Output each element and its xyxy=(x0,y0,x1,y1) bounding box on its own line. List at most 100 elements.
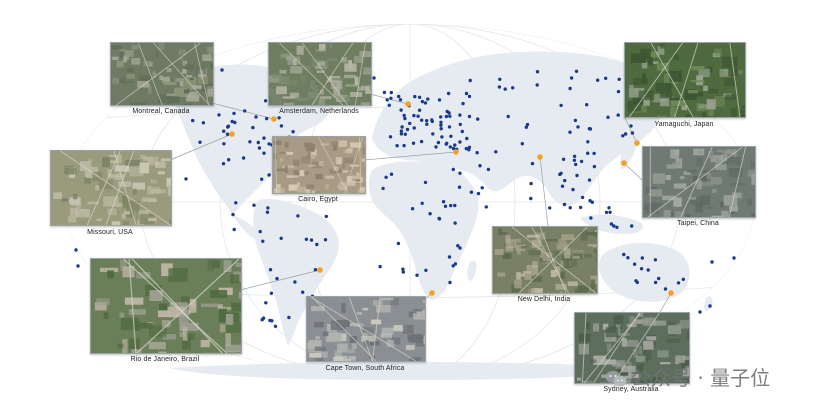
sample-point-157 xyxy=(520,142,524,146)
sample-point-101 xyxy=(460,129,464,134)
thumbnail-missouri xyxy=(50,150,172,226)
sample-point-175 xyxy=(573,118,578,123)
watermark: 公众号 · 量子位 xyxy=(605,362,770,391)
highlight-point-taipei xyxy=(621,160,627,166)
sample-point-26 xyxy=(260,177,264,181)
sample-point-213 xyxy=(378,264,382,269)
caption-sydney: Sydney, Australia xyxy=(603,386,659,393)
sample-point-109 xyxy=(398,98,403,102)
sample-point-235 xyxy=(451,264,455,268)
sample-point-51 xyxy=(261,239,265,243)
sample-point-119 xyxy=(400,125,404,129)
sample-point-9 xyxy=(262,136,266,140)
sample-point-139 xyxy=(464,146,468,151)
sample-point-172 xyxy=(476,117,480,121)
sample-point-245 xyxy=(607,206,611,210)
sample-point-63 xyxy=(301,290,305,294)
sample-point-201 xyxy=(548,206,552,210)
continents xyxy=(170,45,713,380)
sample-point-146 xyxy=(623,132,628,136)
sample-point-219 xyxy=(437,216,441,221)
antarctica-edge xyxy=(170,362,650,380)
sample-point-198 xyxy=(529,196,533,201)
sample-point-90 xyxy=(420,99,425,104)
sample-point-208 xyxy=(423,180,428,185)
sample-point-5 xyxy=(262,151,266,155)
sample-point-37 xyxy=(265,116,269,121)
sample-point-217 xyxy=(451,167,455,172)
sample-point-257 xyxy=(640,256,644,260)
sample-point-22 xyxy=(248,140,252,144)
aerial-image-capetown xyxy=(307,297,425,361)
sample-point-171 xyxy=(569,76,574,80)
sample-point-260 xyxy=(74,248,78,252)
sample-point-196 xyxy=(475,151,479,155)
highlight-point-sydney xyxy=(668,290,674,296)
sample-point-169 xyxy=(568,130,572,134)
caption-rio: Rio de Janeiro, Brazil xyxy=(130,356,200,363)
sample-point-147 xyxy=(576,125,580,129)
sample-point-105 xyxy=(385,98,389,102)
leader-line-missouri xyxy=(169,133,233,161)
sample-point-191 xyxy=(592,164,597,169)
sample-point-127 xyxy=(402,143,406,148)
sample-point-35 xyxy=(241,156,246,160)
thumbnail-yamaguchi xyxy=(624,42,746,118)
sample-point-152 xyxy=(535,83,539,87)
sample-point-17 xyxy=(201,121,206,125)
highlight-point-newdelhi xyxy=(537,154,543,160)
sample-point-218 xyxy=(469,190,474,194)
sample-point-253 xyxy=(626,256,630,260)
sample-point-156 xyxy=(617,77,621,82)
sample-point-131 xyxy=(439,123,443,127)
sample-point-36 xyxy=(291,130,295,134)
sample-point-23 xyxy=(232,111,236,116)
sample-point-180 xyxy=(572,154,577,158)
sample-point-203 xyxy=(560,184,565,188)
sample-point-89 xyxy=(423,101,428,105)
sample-point-149 xyxy=(616,113,620,117)
eurasia xyxy=(372,51,666,206)
sample-point-143 xyxy=(630,131,635,135)
sample-point-7 xyxy=(227,158,231,162)
sample-point-228 xyxy=(453,262,458,266)
sample-point-214 xyxy=(458,171,462,175)
sample-point-39 xyxy=(222,129,226,133)
data-points xyxy=(74,68,736,328)
caption-cairo: Cairo, Egypt xyxy=(298,196,338,203)
sample-point-81 xyxy=(444,114,449,119)
sample-point-111 xyxy=(403,116,407,121)
sample-point-8 xyxy=(263,99,268,103)
caption-yamaguchi: Yamaguchi, Japan xyxy=(654,121,714,128)
aerial-image-cairo xyxy=(273,137,365,193)
sample-point-132 xyxy=(412,113,416,118)
sample-point-209 xyxy=(384,175,388,179)
sample-point-94 xyxy=(446,91,451,96)
sample-point-120 xyxy=(397,94,401,99)
sample-point-148 xyxy=(559,103,563,108)
sample-point-125 xyxy=(382,90,387,95)
sample-point-135 xyxy=(439,127,443,131)
sample-point-229 xyxy=(448,280,452,285)
sample-point-195 xyxy=(530,161,535,166)
sample-point-254 xyxy=(635,280,639,285)
sample-point-140 xyxy=(413,94,417,99)
highlight-point-amsterdam xyxy=(405,101,411,107)
sample-point-188 xyxy=(592,151,596,156)
sample-point-241 xyxy=(589,216,593,220)
sample-point-237 xyxy=(588,199,592,203)
sample-point-199 xyxy=(563,178,567,183)
sample-point-91 xyxy=(439,120,443,125)
sample-point-87 xyxy=(425,122,429,127)
caption-taipei: Taipei, China xyxy=(677,220,719,227)
sample-point-102 xyxy=(464,91,469,96)
sample-point-25 xyxy=(226,125,230,129)
caption-missouri: Missouri, USA xyxy=(87,229,133,236)
sample-point-244 xyxy=(608,210,612,214)
sample-point-18 xyxy=(233,120,237,125)
sample-point-86 xyxy=(437,98,442,102)
sample-point-266 xyxy=(220,68,224,72)
sample-point-53 xyxy=(304,237,309,241)
sample-point-216 xyxy=(415,273,419,277)
sample-point-130 xyxy=(465,136,469,141)
